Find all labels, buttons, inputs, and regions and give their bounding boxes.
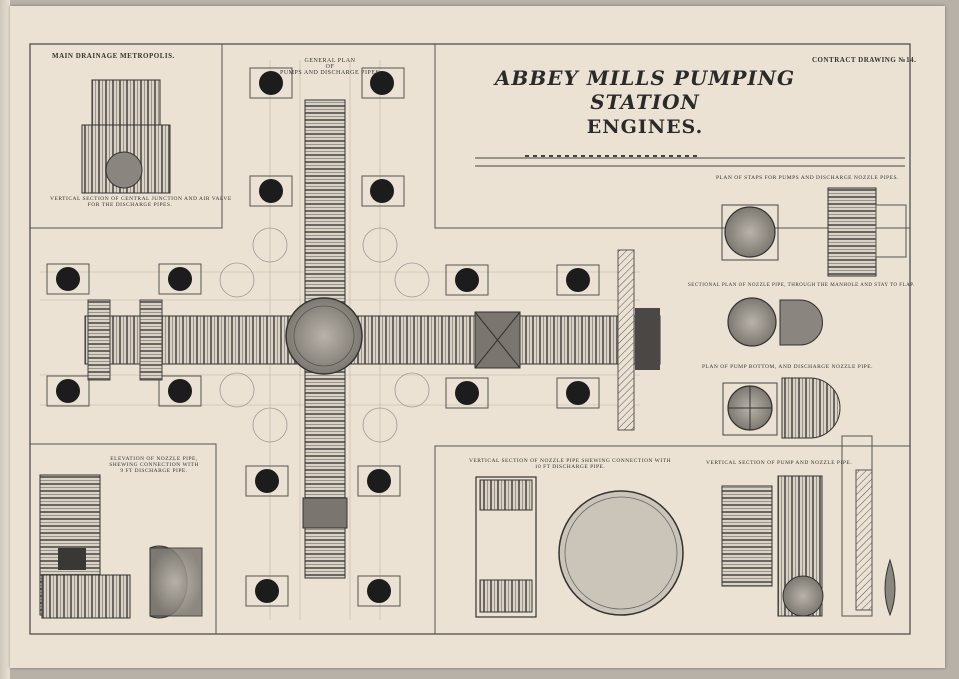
elevation-nozzle-drawing: [39, 474, 203, 619]
pipe-end-flange: [635, 308, 660, 370]
elevation-caption-line-3: 9 FT DISCHARGE PIPE.: [120, 468, 188, 474]
sectional-nozzle-caption: SECTIONAL PLAN OF NOZZLE PIPE, THROUGH T…: [688, 283, 915, 288]
nozzle-caption-line-1: VERTICAL SECTION OF NOZZLE PIPE SHEWING …: [468, 458, 672, 464]
general-plan-line-2: OF: [325, 64, 335, 70]
book-spine: [0, 0, 10, 679]
junction-section-caption: VERTICAL SECTION OF CENTRAL JUNCTION AND…: [50, 196, 232, 208]
pump-section-drawing: [721, 435, 896, 617]
general-plan-label: GENERAL PLAN OF PUMPS AND DISCHARGE PIPE…: [280, 58, 382, 76]
pump-bottom-caption: PLAN OF PUMP BOTTOM, AND DISCHARGE NOZZL…: [702, 364, 873, 370]
nozzle-caption-line-2: 10 FT DISCHARGE PIPE.: [534, 464, 606, 470]
elevation-caption-line-2: SHEWING CONNECTION WITH: [109, 462, 199, 468]
pump-discs: [56, 71, 590, 603]
hatched-wall: [617, 249, 635, 431]
hatched-wall-right: [855, 469, 873, 611]
nozzle-section-drawing: [475, 476, 684, 618]
drawing-title: ABBEY MILLS PUMPING STATION ENGINES.: [490, 66, 800, 138]
elevation-nozzle-caption: ELEVATION OF NOZZLE PIPE, SHEWING CONNEC…: [104, 456, 204, 474]
title-line-1: ABBEY MILLS PUMPING STATION: [494, 66, 796, 114]
contract-drawing-number: CONTRACT DRAWING №14.: [812, 56, 917, 64]
general-plan-line-3: PUMPS AND DISCHARGE PIPES.: [280, 70, 382, 76]
straps-plan-drawing: [721, 187, 907, 277]
vertical-pipe-junction: [302, 497, 348, 529]
elevation-caption-line-1: ELEVATION OF NOZZLE PIPE,: [110, 456, 198, 462]
pump-section-caption: VERTICAL SECTION OF PUMP AND NOZZLE PIPE…: [706, 460, 853, 466]
title-line-2: ENGINES.: [586, 116, 704, 138]
left-header-label: MAIN DRAINAGE METROPOLIS.: [52, 52, 175, 60]
pump-beds: [219, 227, 430, 443]
sheet-border: [29, 43, 911, 635]
junction-caption-line-2: FOR THE DISCHARGE PIPES.: [87, 202, 173, 208]
scale-bars: [475, 155, 905, 167]
sectional-nozzle-drawing: [727, 297, 823, 347]
nozzle-pipes: [87, 299, 163, 381]
junction-caption-line-1: VERTICAL SECTION OF CENTRAL JUNCTION AND…: [50, 196, 232, 202]
pump-housings: [46, 67, 600, 607]
straps-plan-caption: PLAN OF STAPS FOR PUMPS AND DISCHARGE NO…: [716, 175, 899, 181]
nozzle-section-caption: VERTICAL SECTION OF NOZZLE PIPE SHEWING …: [460, 458, 680, 470]
general-plan-line-1: GENERAL PLAN: [304, 58, 356, 64]
pump-bottom-drawing: [722, 377, 841, 439]
central-junction: [285, 297, 363, 375]
junction-section-drawing: [81, 79, 171, 194]
horizontal-discharge-pipe: [84, 315, 661, 365]
